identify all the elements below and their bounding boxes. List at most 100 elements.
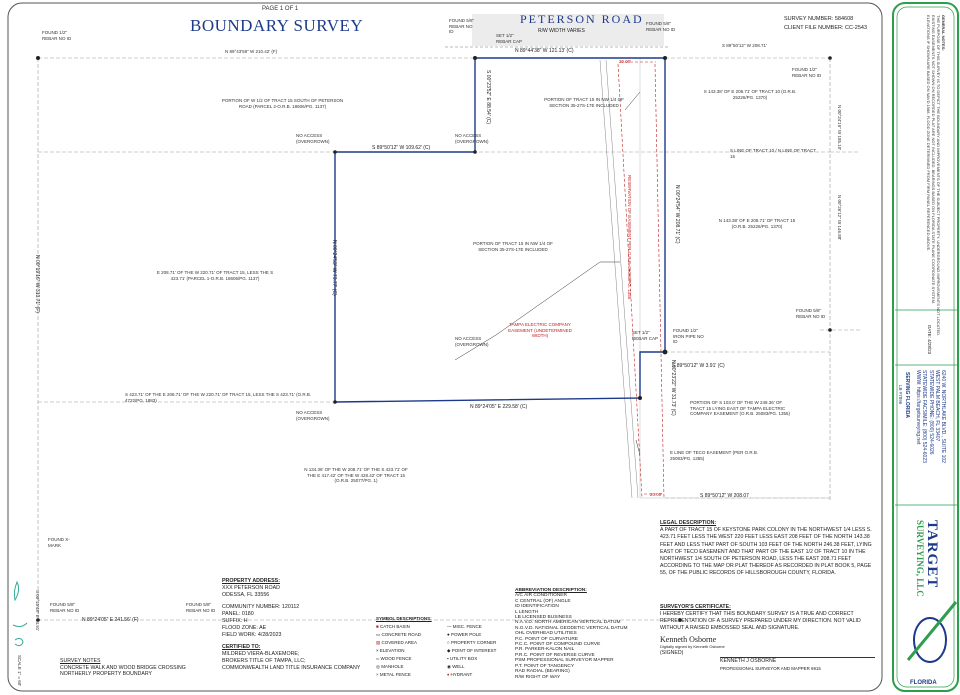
monument-5: FOUND 1/2" IRON PIPE NO ID xyxy=(673,328,704,344)
abbr-item: N.G.V.D. NATIONAL GEODETIC VERTICAL DATU… xyxy=(515,625,628,631)
no-access-2: NO ACCESS (OVERGROWN) xyxy=(296,133,330,144)
general-notes-a: THE PURPOSE OF THIS SURVEY IS TO DEPICT … xyxy=(936,15,941,337)
page-indicator: PAGE 1 OF 1 xyxy=(262,6,299,12)
legal-text: A PART OF TRACT 15 OF KEYSTONE PARK COLO… xyxy=(660,527,872,577)
abbr-item: L LENGTH xyxy=(515,609,539,615)
panel: PANEL: 0180 xyxy=(222,610,254,617)
bearing-south-left: N 89°24'05" E 241.56' (F) xyxy=(82,617,139,623)
page-title: BOUNDARY SURVEY xyxy=(190,16,364,35)
north-arrow-icon xyxy=(12,580,28,647)
bearing-north-tract: N 89°44'38" W 121.13' (C) xyxy=(515,48,574,54)
bearing-east-short: S 89°50'12" W 3.91' (C) xyxy=(672,363,725,369)
client-file-number: CLIENT FILE NUMBER: CC-2543 xyxy=(784,25,868,31)
parcel-south: N 134.36' OF THE W 208.71' OF THE S 423.… xyxy=(304,467,408,483)
parcel-nw: PORTION OF W 1/2 OF TRACT 15 SOUTH OF PE… xyxy=(221,98,344,109)
titleblock-border xyxy=(892,2,959,692)
general-notes-heading: GENERAL NOTES: xyxy=(941,15,946,51)
titleblock-inner-border xyxy=(896,6,955,688)
general-notes: GENERAL NOTES: THE PURPOSE OF THIS SURVE… xyxy=(926,15,946,337)
subject-boundary xyxy=(334,57,666,403)
flood-zone: FLOOD ZONE: AE xyxy=(222,625,267,632)
road-width-label: R/W WIDTH VARIES xyxy=(538,28,585,34)
symbol-item: ◆ POINT OF INTEREST xyxy=(447,648,497,653)
bearing-south-right: S 89°50'12" W 208.07 xyxy=(700,493,749,499)
no-access-4: NO ACCESS (OVERGROWN) xyxy=(455,336,489,347)
symbol-item: ◉ WELL xyxy=(447,664,465,669)
symbol-item: ═ WOOD FENCE xyxy=(376,656,412,661)
no-access-3: NO ACCESS (OVERGROWN) xyxy=(296,410,330,421)
signature: Kenneth Osborne xyxy=(660,635,717,644)
road-name: PETERSON ROAD xyxy=(520,12,644,26)
lb-number: LB #7896 xyxy=(898,385,903,405)
outer-boundary xyxy=(37,57,860,621)
address-line-1: XXX PETERSON ROAD xyxy=(222,585,280,592)
symbol-item: — MISC. FENCE xyxy=(447,624,482,629)
monument-8: FOUND 5/8" REBAR NO ID xyxy=(796,308,826,319)
easement-lines xyxy=(617,61,665,499)
signer-role: PROFESSIONAL SURVEYOR AND MAPPER 6915 xyxy=(720,666,821,671)
symbol-legend: SYMBOL DESCRIPTIONS: ■ CATCH BASIN — MIS… xyxy=(376,615,512,679)
monument-2: FOUND 5/8" REBAR NO ID xyxy=(449,18,475,34)
easement-red-label: RESERVATION OF EASEMENT PER O.R.B. 25083… xyxy=(627,175,632,300)
road-band xyxy=(472,14,664,46)
serving-florida: SERVING FLORIDA xyxy=(904,372,910,419)
property-info: PROPERTY ADDRESS: XXX PETERSON ROAD ODES… xyxy=(222,578,360,672)
suffix: SUFFIX: H xyxy=(222,618,248,625)
corner-markers xyxy=(36,56,832,622)
abbr-item: A/C AIR CONDITIONER xyxy=(515,593,567,599)
bearing-inner-bottom: N 89°24'05" E 229.58' (C) xyxy=(470,404,528,410)
community-number: COMMUNITY NUMBER: 120112 xyxy=(222,603,300,610)
certified-2: BROKERS TITLE OF TAMPA, LLC; xyxy=(222,658,306,665)
abbr-item: P.R.C. POINT OF REVERSE CURVE xyxy=(515,652,595,658)
address-line: STATEWIDE FACSIMILE: (800) 524-6023 xyxy=(921,370,928,463)
distance-top: 20.00' xyxy=(619,59,632,64)
abbreviation-heading: ABBREVIATION DESCRIPTION: xyxy=(515,588,587,593)
bearing-inner-west: N 00°24'53" W 73.77' (C) xyxy=(331,240,337,296)
company-address: 6240 W. NORTHLAKE BLVD., SUITE 102 WEST … xyxy=(915,370,946,463)
monument-3: SET 1/2" REBAR CAP xyxy=(496,33,523,44)
address-heading: PROPERTY ADDRESS: xyxy=(222,578,280,584)
symbol-item: ◎ MANHOLE xyxy=(376,664,404,669)
monument-10: FOUND X-MARK xyxy=(48,537,70,548)
abbr-item: ID IDENTIFICATION xyxy=(515,604,559,610)
parcel-west: E 208.71' OF THE W 220.71' OF TRACT 15, … xyxy=(156,270,274,281)
abbreviation-list: ABBREVIATION DESCRIPTION: A/C AIR CONDIT… xyxy=(515,588,655,680)
easement-label: TAMPA ELECTRIC COMPANY EASEMENT (UNDETER… xyxy=(508,322,572,338)
signer-sub: (SIGNED) xyxy=(660,650,684,656)
bearing-far-east: N 00°24'19" W 185.10' xyxy=(837,105,842,151)
monument-7: FOUND 1/2" REBAR NO ID xyxy=(792,67,822,78)
certified-heading: CERTIFIED TO: xyxy=(222,643,261,650)
certified-1: MILDRED VIERA-BLAXEMORE; xyxy=(222,650,300,657)
bearing-east-inner: N 00°24'54" W 208.71' (C) xyxy=(674,185,680,244)
surveyor-certificate: SURVEYOR'S CERTIFICATE: I HEREBY CERTIFY… xyxy=(660,604,875,672)
tract-line-label: S LINE OF TRACT 10 / N LINE OF TRACT 15 xyxy=(730,148,816,159)
certificate-heading: SURVEYOR'S CERTIFICATE: xyxy=(660,604,731,610)
abbr-item: P.C.C. POINT OF COMPOUND CURVE xyxy=(515,642,601,648)
bearing-south-note: S 00°15'48" E 64.91' xyxy=(35,590,40,632)
address-line: STATEWIDE PHONE: (800) 524-6026 xyxy=(927,370,934,455)
signed-note: Digitally signed by Kenneth Osborne xyxy=(660,644,725,649)
bearing-ne-corner: S 89°50'12" W 208.71' xyxy=(722,43,767,48)
certificate-text: I HEREBY CERTIFY THAT THIS BOUNDARY SURV… xyxy=(660,611,861,631)
monument-11: FOUND 5/8" REBAR NO ID xyxy=(186,602,216,613)
parcel-center: PORTION OF TRACT 15 IN NW 1/4 OF SECTION… xyxy=(473,241,553,252)
survey-notes: SURVEY NOTES CONCRETE WALK AND WOOD BRID… xyxy=(60,658,186,678)
bearing-north-line: N 89°43'59" W 210.42' (F) xyxy=(225,49,278,54)
abbr-item: P.T. POINT OF TANGENCY xyxy=(515,663,575,669)
parcel-stem: PORTION OF TRACT 15 IN NW 1/4 OF SECTION… xyxy=(544,97,624,108)
bearing-far-east-2: N 00°26'12" W 146.88' xyxy=(837,195,842,241)
address-line-2: ODESSA, FL 33556 xyxy=(222,592,270,599)
bearing-short-vert: N 00°23'22" W 31.73' (C) xyxy=(670,360,676,416)
survey-notes-line-1: CONCRETE WALK AND WOOD BRIDGE CROSSING xyxy=(60,664,186,671)
titleblock-date: DATE: 4/28/23 xyxy=(927,325,932,355)
legal-description: LEGAL DESCRIPTION: A PART OF TRACT 15 OF… xyxy=(660,520,875,578)
abbr-item: P.R. PARKER-KALON NAIL xyxy=(515,647,575,653)
distance-bottom: 20.00' xyxy=(650,492,663,497)
abbr-item: P.C. POINT OF CURVATURE xyxy=(515,636,578,642)
survey-numbers: SURVEY NUMBER: 584608 CLIENT FILE NUMBER… xyxy=(784,15,867,33)
teco-line-label: E LINE OF TECO EASEMENT (PER O.R.B. 2508… xyxy=(670,450,759,461)
signer-name: KENNETH J OSBORNE xyxy=(720,657,875,665)
abbr-item: OHL OVERHEAD UTILITIES xyxy=(515,631,577,637)
bearing-inner-top: S 89°50'12" W 109.62' (C) xyxy=(372,145,431,151)
symbol-item: ○ PROPERTY CORNER xyxy=(447,640,497,645)
